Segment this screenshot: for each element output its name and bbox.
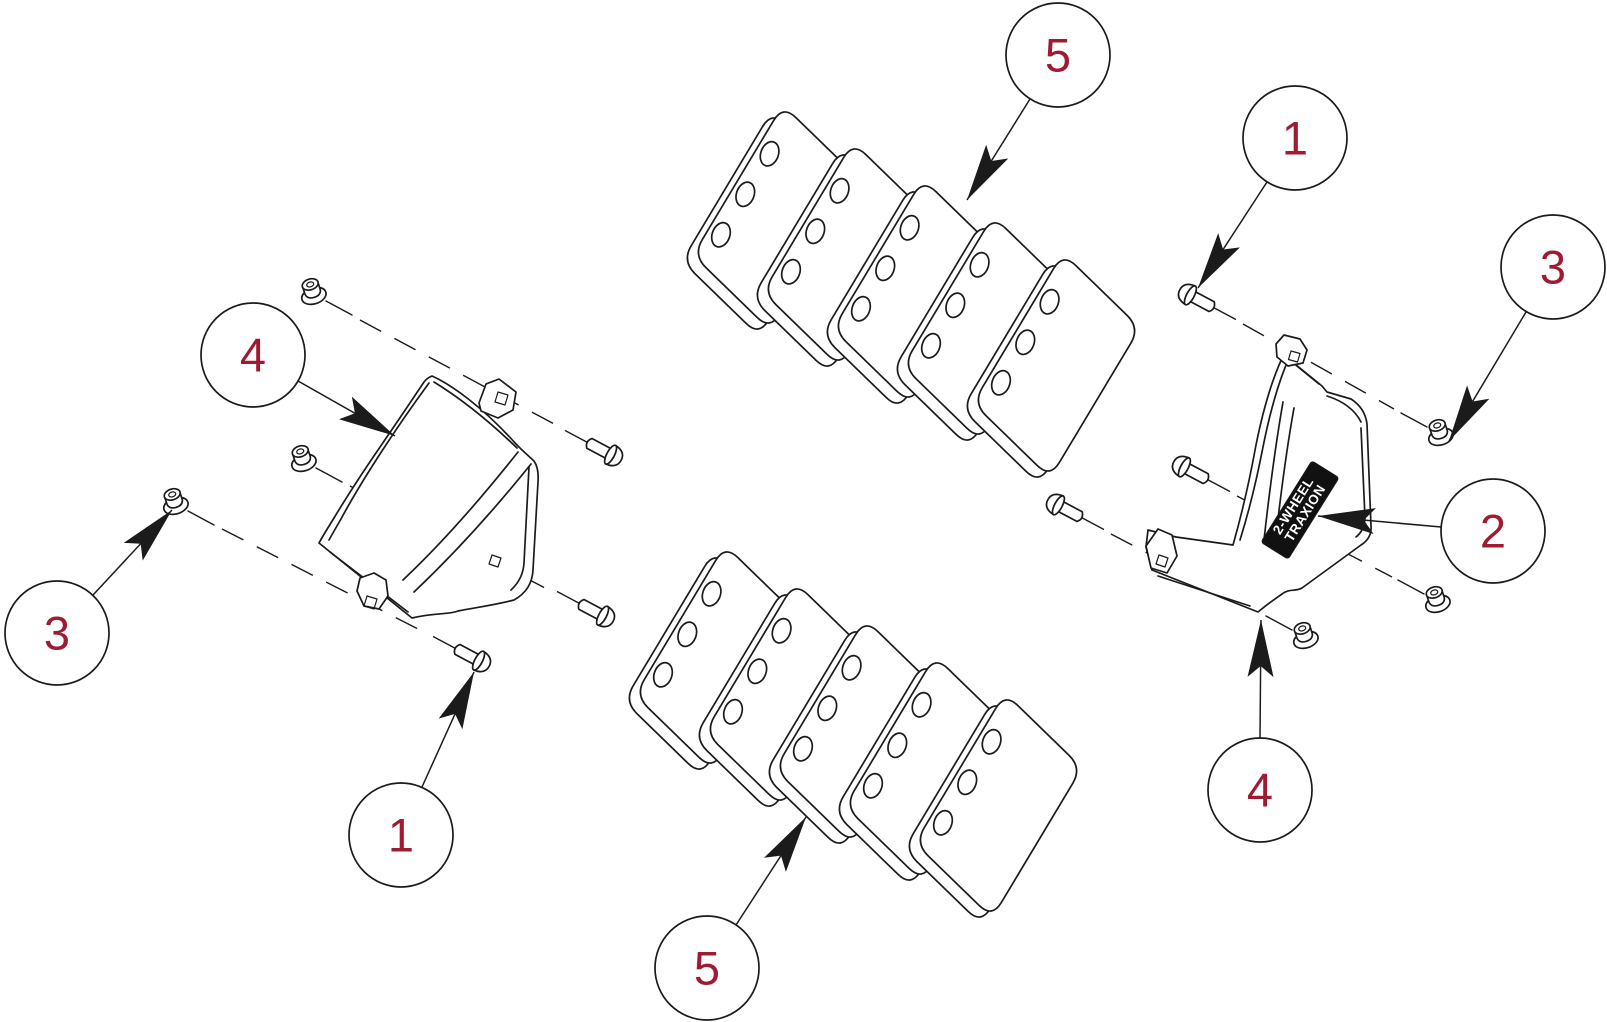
axis-stub (325, 300, 353, 316)
bracket-tab (1145, 528, 1178, 574)
callout-3-left: 3 (4, 509, 173, 686)
bracket-flange-edge (1291, 361, 1320, 385)
bracket-bend-line (1239, 355, 1291, 541)
bracket-body (1145, 351, 1372, 613)
callout-number: 4 (240, 329, 266, 382)
bracket-tab-hole (1155, 554, 1169, 568)
product-label-background (1261, 461, 1339, 559)
callout-5-top: 5 (966, 2, 1111, 201)
callout-number: 3 (44, 607, 70, 660)
bracket-tab (478, 378, 517, 419)
callout-number: 4 (1247, 764, 1273, 817)
callout-number: 2 (1480, 505, 1506, 558)
callout-leader-line (297, 380, 396, 437)
callout-circle (200, 302, 306, 408)
callout-leader-line (92, 509, 173, 596)
bracket-bend-line (413, 463, 532, 593)
callout-4-left: 4 (200, 302, 396, 437)
axis-line (1242, 323, 1395, 410)
bracket-slot (488, 554, 502, 568)
callout-circle (4, 580, 110, 686)
bracket-bend-line (1263, 401, 1284, 541)
flange-nut (1287, 618, 1322, 653)
callout-circle (348, 782, 454, 888)
callout-number: 5 (1045, 29, 1071, 82)
bracket-tab-hole (494, 391, 509, 406)
callout-3-right: 3 (1448, 214, 1606, 442)
bracket-body (318, 375, 540, 619)
left-mount-bracket (318, 375, 540, 619)
callout-number: 1 (1282, 112, 1308, 165)
callout-5-bottom: 5 (654, 816, 807, 1021)
flange-nut (1422, 415, 1457, 450)
flange-nut (157, 484, 192, 519)
callout-1-top-right: 1 (1197, 85, 1348, 289)
callout-leader-line (1448, 311, 1527, 442)
callout-leader-line (421, 671, 475, 788)
bracket-tab (1275, 334, 1308, 367)
callouts: 5 1 3 2 4 4 3 (4, 2, 1606, 1021)
axis-stub (187, 510, 215, 526)
callout-leader-line (1317, 508, 1442, 535)
axis-stub (1265, 615, 1293, 631)
bracket-tab-hole (1287, 350, 1301, 363)
callout-1-bottom-left: 1 (348, 671, 475, 888)
bracket-bend-line (402, 451, 519, 581)
axis-stub (1400, 412, 1428, 428)
carriage-bolt (559, 420, 627, 471)
axis-stub (1397, 579, 1425, 595)
callout-number: 1 (388, 809, 414, 862)
callout-number: 3 (1540, 241, 1566, 294)
callout-circle (1440, 478, 1546, 584)
carriage-bolt (427, 626, 495, 677)
carriage-bolt (1168, 451, 1236, 502)
bracket-tab (356, 572, 389, 610)
carriage-bolt (1174, 279, 1242, 330)
callout-leader-line (1247, 619, 1274, 739)
flange-nut (295, 274, 330, 309)
product-label: 2-WHEEL TRAXION (1261, 461, 1339, 559)
bracket-edge-band (510, 466, 530, 591)
carriage-bolt (1042, 489, 1110, 540)
callout-circle (1242, 85, 1348, 191)
callout-leader-line (1197, 181, 1268, 289)
callout-circle (654, 915, 760, 1021)
callout-number: 5 (694, 942, 720, 995)
callout-circle (1005, 2, 1111, 108)
callout-circle (1207, 737, 1313, 843)
bracket-flange-edge (1157, 575, 1251, 607)
upper-weight-plate-stack (686, 111, 1136, 478)
right-mount-bracket: 2-WHEEL TRAXION (1145, 334, 1372, 613)
bracket-tab-hole (363, 595, 378, 610)
callout-4-bottom-right: 4 (1207, 619, 1313, 843)
flange-nut (1419, 582, 1454, 617)
lower-weight-plate-stack (628, 551, 1078, 918)
bracket-flange-edge (433, 381, 518, 449)
callout-circle (1500, 214, 1606, 320)
callout-leader-line (735, 816, 807, 926)
axis-stub (315, 467, 343, 483)
bracket-bend-line (328, 382, 430, 541)
flange-nut (285, 441, 320, 476)
callout-2-right: 2 (1317, 478, 1546, 584)
bracket-edge-band (1326, 395, 1362, 423)
carriage-bolt (551, 581, 619, 632)
callout-leader-line (966, 98, 1031, 201)
